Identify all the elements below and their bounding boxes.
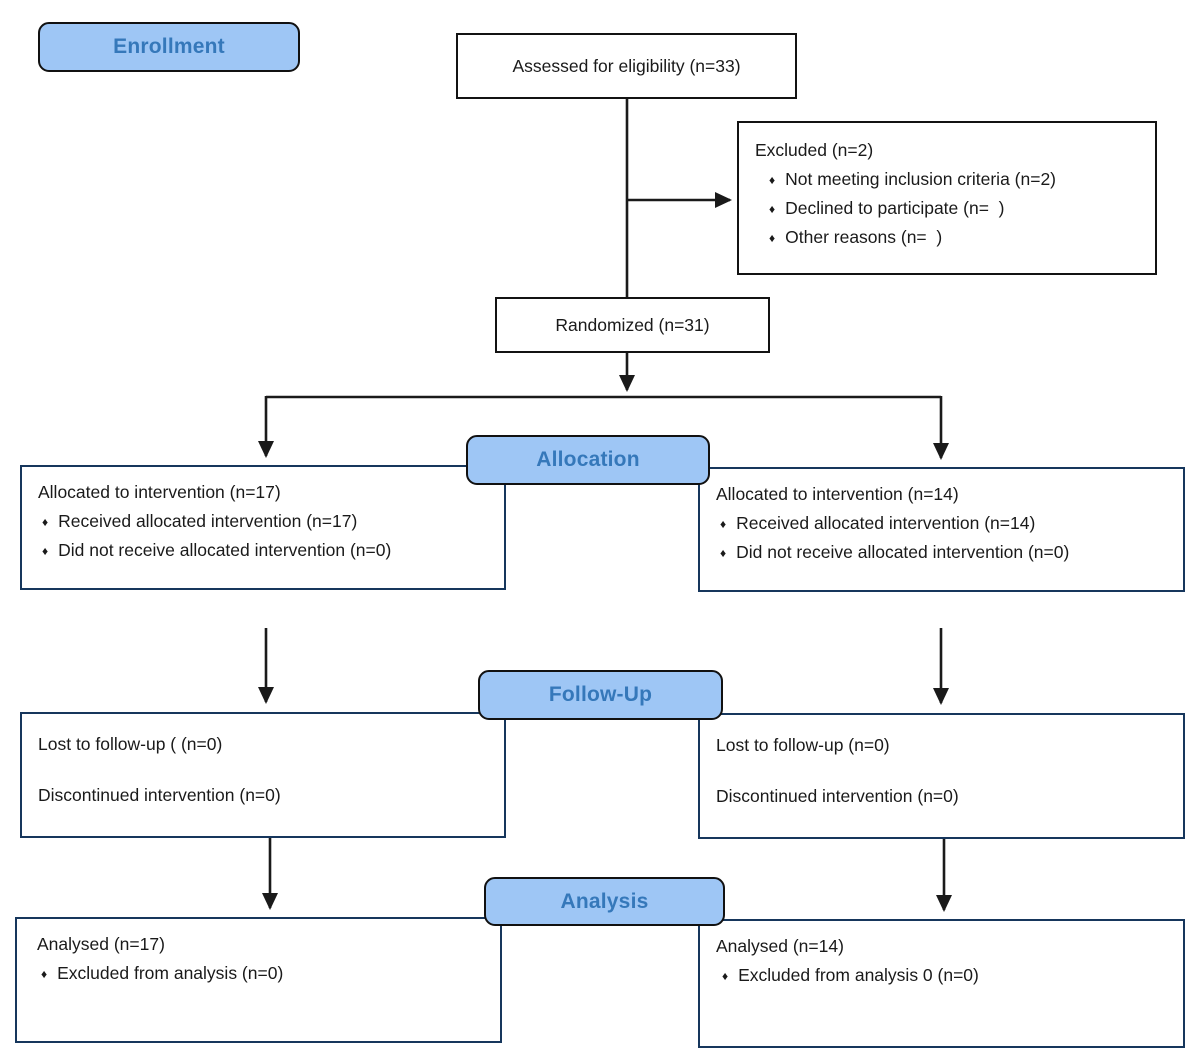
analysis-right-box: Analysed (n=14) ♦ Excluded from analysis… — [698, 919, 1185, 1048]
diamond-bullet-icon: ♦ — [42, 515, 49, 529]
excluded-item: ♦ Declined to participate (n= ) — [769, 198, 1155, 219]
allocation-left-box: Allocated to intervention (n=17) ♦ Recei… — [20, 465, 506, 590]
analysis-left-title: Analysed (n=17) — [37, 934, 165, 954]
followup-left-line2: Discontinued intervention (n=0) — [38, 785, 281, 805]
diamond-bullet-icon: ♦ — [720, 517, 727, 531]
allocation-left-item: ♦ Did not receive allocated intervention… — [42, 540, 504, 561]
followup-right-box: Lost to follow-up (n=0) Discontinued int… — [698, 713, 1185, 839]
assessed-box: Assessed for eligibility (n=33) — [456, 33, 797, 99]
stage-label-enrollment: Enrollment — [38, 22, 300, 72]
followup-right-line1: Lost to follow-up (n=0) — [716, 735, 890, 755]
analysis-left-box: Analysed (n=17) ♦ Excluded from analysis… — [15, 917, 502, 1043]
excluded-item: ♦ Other reasons (n= ) — [769, 227, 1155, 248]
excluded-item: ♦ Not meeting inclusion criteria (n=2) — [769, 169, 1155, 190]
allocation-right-item: ♦ Did not receive allocated intervention… — [720, 542, 1183, 563]
diamond-bullet-icon: ♦ — [42, 544, 49, 558]
bullet-text: Did not receive allocated intervention (… — [736, 542, 1070, 562]
bullet-text: Excluded from analysis (n=0) — [57, 963, 284, 983]
bullet-text: Did not receive allocated intervention (… — [58, 540, 392, 560]
followup-left-line1: Lost to follow-up ( (n=0) — [38, 734, 223, 754]
excluded-box: Excluded (n=2) ♦ Not meeting inclusion c… — [737, 121, 1157, 275]
allocation-left-title: Allocated to intervention (n=17) — [38, 482, 281, 502]
excluded-title: Excluded (n=2) — [755, 140, 874, 160]
stage-label-allocation: Allocation — [466, 435, 710, 485]
diamond-bullet-icon: ♦ — [720, 546, 727, 560]
diamond-bullet-icon: ♦ — [769, 202, 776, 216]
followup-right-line2: Discontinued intervention (n=0) — [716, 786, 959, 806]
randomized-box: Randomized (n=31) — [495, 297, 770, 353]
analysis-left-item: ♦ Excluded from analysis (n=0) — [41, 963, 500, 984]
analysis-right-item: ♦ Excluded from analysis 0 (n=0) — [722, 965, 1183, 986]
allocation-right-box: Allocated to intervention (n=14) ♦ Recei… — [698, 467, 1185, 592]
bullet-text: Received allocated intervention (n=17) — [58, 511, 358, 531]
bullet-text: Other reasons (n= ) — [785, 227, 943, 247]
allocation-right-item: ♦ Received allocated intervention (n=14) — [720, 513, 1183, 534]
stage-label-followup: Follow-Up — [478, 670, 723, 720]
randomized-text: Randomized (n=31) — [555, 314, 710, 335]
bullet-text: Excluded from analysis 0 (n=0) — [738, 965, 979, 985]
assessed-text: Assessed for eligibility (n=33) — [512, 55, 741, 76]
analysis-right-title: Analysed (n=14) — [716, 936, 844, 956]
bullet-text: Received allocated intervention (n=14) — [736, 513, 1036, 533]
bullet-text: Declined to participate (n= ) — [785, 198, 1005, 218]
diamond-bullet-icon: ♦ — [41, 967, 48, 981]
allocation-right-title: Allocated to intervention (n=14) — [716, 484, 959, 504]
stage-label-analysis: Analysis — [484, 877, 725, 926]
bullet-text: Not meeting inclusion criteria (n=2) — [785, 169, 1057, 189]
diamond-bullet-icon: ♦ — [769, 231, 776, 245]
followup-left-box: Lost to follow-up ( (n=0) Discontinued i… — [20, 712, 506, 838]
diamond-bullet-icon: ♦ — [769, 173, 776, 187]
allocation-left-item: ♦ Received allocated intervention (n=17) — [42, 511, 504, 532]
diamond-bullet-icon: ♦ — [722, 969, 729, 983]
